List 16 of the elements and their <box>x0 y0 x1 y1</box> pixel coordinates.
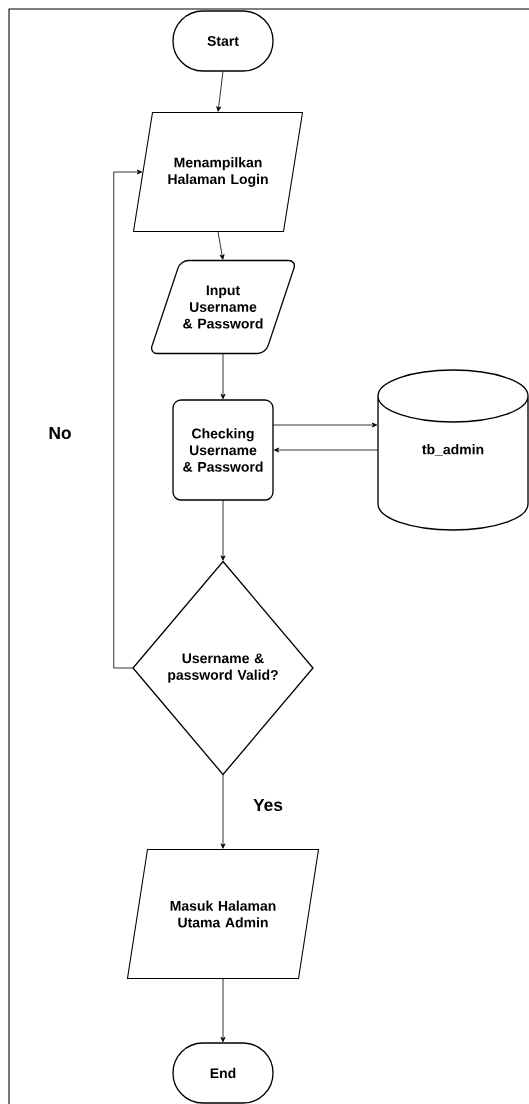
arrow <box>216 70 224 112</box>
input-output-parallelogram: Masuk Halaman Utama Admin <box>126 848 320 980</box>
input-output-parallelogram: Menampilkan Halaman Login <box>132 111 304 233</box>
arrow <box>272 422 378 428</box>
arrow <box>220 774 226 849</box>
arrow <box>220 499 226 561</box>
arrow <box>217 231 225 260</box>
edge-label: Yes <box>253 798 283 812</box>
arrow <box>273 447 379 453</box>
arrow <box>220 978 226 1043</box>
process-box: Checking Username & Password <box>172 399 274 501</box>
input-output-parallelogram: Input Username & Password <box>150 259 296 355</box>
edge-label: No <box>49 426 71 440</box>
arrow <box>113 169 143 669</box>
arrow <box>220 353 226 400</box>
database-cylinder: tb_admin <box>377 369 529 531</box>
